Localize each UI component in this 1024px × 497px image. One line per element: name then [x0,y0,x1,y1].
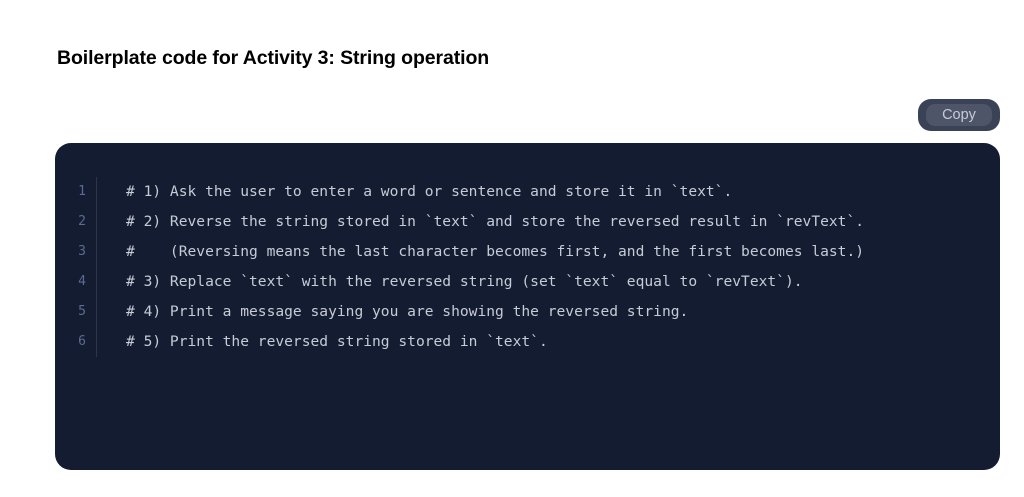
code-line-text: # 1) Ask the user to enter a word or sen… [126,183,733,200]
code-block: 1 # 1) Ask the user to enter a word or se… [55,143,1000,470]
gutter-divider [96,327,97,357]
code-line: 6 # 5) Print the reversed string stored i… [55,327,1000,357]
code-line-text: # 5) Print the reversed string stored in… [126,333,548,350]
code-line-text: # 2) Reverse the string stored in `text`… [126,213,865,230]
copy-button-container[interactable]: Copy [918,99,1000,131]
code-line: 4 # 3) Replace `text` with the reversed s… [55,267,1000,297]
gutter-divider [96,207,97,237]
line-number: 5 [78,304,86,319]
code-line: 2 # 2) Reverse the string stored in `text… [55,207,1000,237]
code-lines: 1 # 1) Ask the user to enter a word or se… [55,177,1000,357]
line-number: 4 [78,274,86,289]
code-line: 5 # 4) Print a message saying you are sho… [55,297,1000,327]
code-line-text: # 3) Replace `text` with the reversed st… [126,273,803,290]
line-number: 6 [78,334,86,349]
copy-button[interactable]: Copy [926,104,992,126]
code-line: 3 # (Reversing means the last character b… [55,237,1000,267]
code-line: 1 # 1) Ask the user to enter a word or se… [55,177,1000,207]
code-line-text: # 4) Print a message saying you are show… [126,303,689,320]
gutter-divider [96,237,97,267]
code-line-text: # (Reversing means the last character be… [126,243,865,260]
gutter-divider [96,177,97,207]
gutter-divider [96,267,97,297]
gutter-divider [96,297,97,327]
line-number: 1 [78,184,86,199]
line-number: 2 [78,214,86,229]
line-number: 3 [78,244,86,259]
page-title: Boilerplate code for Activity 3: String … [57,47,490,70]
